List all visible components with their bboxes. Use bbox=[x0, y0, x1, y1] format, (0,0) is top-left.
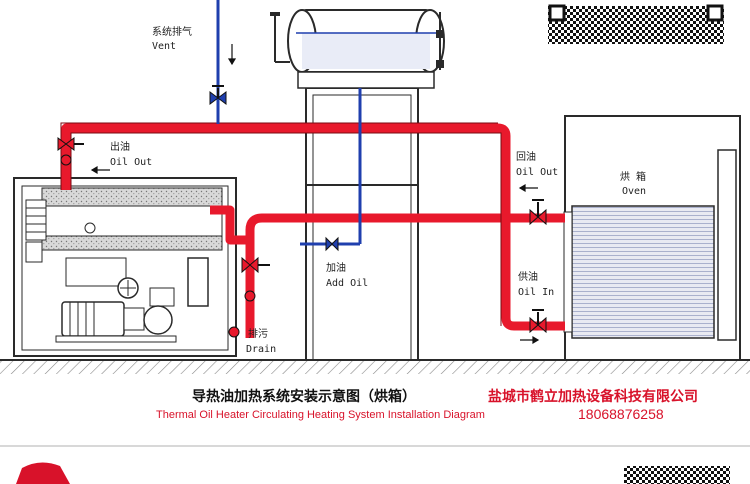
diagram-title-cn: 导热油加热系统安装示意图（烘箱） bbox=[192, 389, 416, 405]
add-oil-label-cn: 加油 bbox=[326, 263, 346, 274]
drain-label-cn: 排污 bbox=[248, 329, 268, 340]
oil-in-label-cn: 供油 bbox=[518, 272, 538, 283]
logo-icon bbox=[16, 462, 70, 484]
phone-number: 18068876258 bbox=[578, 406, 664, 422]
drain-label-en: Drain bbox=[246, 344, 277, 355]
valve-icon bbox=[529, 309, 547, 334]
oven-box bbox=[563, 115, 741, 361]
oven-label-cn: 烘 箱 bbox=[620, 172, 647, 183]
oven-oil-out-label-cn: 回油 bbox=[516, 152, 536, 163]
vent-label-en: Vent bbox=[152, 41, 177, 52]
ground bbox=[0, 359, 750, 374]
valve-icon bbox=[57, 137, 84, 166]
valve-icon bbox=[529, 199, 547, 226]
expansion-tank bbox=[270, 9, 445, 89]
pump-icon bbox=[55, 301, 177, 343]
qr-code-icon bbox=[548, 4, 724, 44]
valve-icon bbox=[325, 236, 339, 252]
oven-label-en: Oven bbox=[622, 186, 647, 197]
valve-icon bbox=[241, 256, 270, 302]
vent-label-cn: 系统排气 bbox=[152, 27, 192, 38]
oil-out-label-cn: 出油 bbox=[110, 142, 130, 153]
qr-code-icon bbox=[624, 466, 730, 484]
arrow-icon bbox=[90, 44, 540, 345]
valve-icon bbox=[209, 85, 227, 105]
company-name: 盐城市鹤立加热设备科技有限公司 bbox=[488, 389, 698, 405]
oven-oil-out-label-en: Oil Out bbox=[516, 167, 559, 178]
drain-valve-icon bbox=[228, 326, 240, 338]
oil-in-label-en: Oil In bbox=[518, 287, 555, 298]
hot-oil-pipes bbox=[61, 123, 565, 338]
oil-out-label-en: Oil Out bbox=[110, 157, 153, 168]
diagram-title-en: Thermal Oil Heater Circulating Heating S… bbox=[156, 409, 485, 421]
add-oil-label-en: Add Oil bbox=[326, 278, 369, 289]
